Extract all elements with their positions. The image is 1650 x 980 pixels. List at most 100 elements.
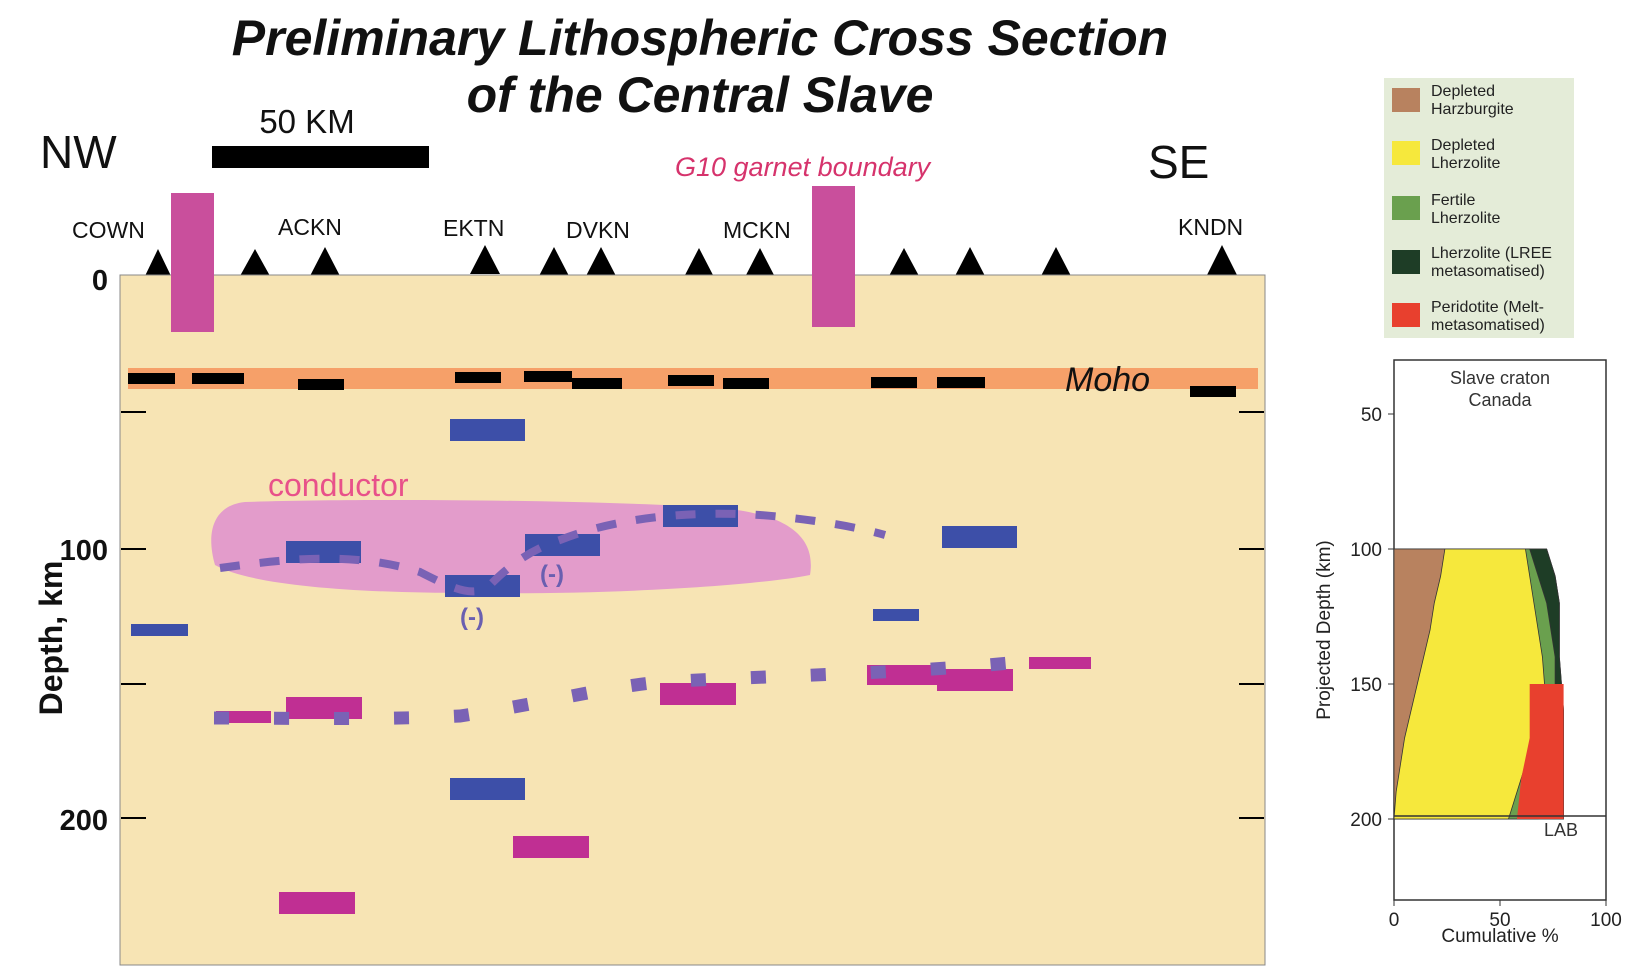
- station-label-ackn: ACKN: [278, 214, 342, 240]
- chart-y-tick-label: 150: [1350, 675, 1382, 696]
- moho-label: Moho: [1065, 361, 1150, 399]
- direction-nw: NW: [40, 126, 117, 178]
- moho-depth-markers: [128, 371, 1236, 397]
- magenta-marker: [660, 683, 736, 705]
- moho-marker: [298, 379, 344, 390]
- chart-y-tick-label: 50: [1361, 405, 1382, 426]
- legend-item-3: Lherzolite (LREE metasomatised): [1392, 245, 1552, 280]
- moho-marker: [1190, 386, 1236, 397]
- station-triangle: [1041, 247, 1071, 276]
- chart-y-tick-label: 100: [1350, 540, 1382, 561]
- station-triangle: [955, 247, 985, 276]
- station-triangle: [470, 245, 500, 274]
- legend-item-4: Peridotite (Melt- metasomatised): [1392, 299, 1545, 334]
- blue-marker: [450, 778, 525, 800]
- moho-marker: [723, 378, 769, 389]
- magenta-marker: [867, 665, 943, 685]
- legend-swatch-0: [1392, 88, 1420, 112]
- direction-se: SE: [1148, 136, 1209, 188]
- chart-x-tick-label: 100: [1590, 910, 1622, 931]
- chart-x-tick-label: 0: [1389, 910, 1400, 931]
- lab-label: LAB: [1544, 820, 1578, 840]
- blue-markers: [131, 419, 1017, 800]
- depth-tick-100: 100: [60, 535, 108, 567]
- legend-text-3a: Lherzolite (LREE: [1431, 245, 1552, 262]
- legend-text-2b: Lherzolite: [1431, 210, 1500, 227]
- station-triangle: [145, 249, 171, 276]
- chart-title-line-2: Canada: [1468, 390, 1532, 410]
- legend-text-1a: Depleted: [1431, 137, 1495, 154]
- blue-marker: [450, 419, 525, 441]
- station-label-mckn: MCKN: [723, 217, 791, 243]
- chart-y-ticks: 50 100 150 200: [1350, 405, 1394, 831]
- depth-tick-200: 200: [60, 805, 108, 837]
- station-label-dvkn: DVKN: [566, 217, 630, 243]
- chart-area-peridotite-melt-metasomatised-patch: [1516, 684, 1564, 819]
- magenta-marker: [286, 697, 362, 719]
- scale-bar: [212, 146, 429, 168]
- legend-text-4b: metasomatised): [1431, 317, 1545, 334]
- station-label-ektn: EKTN: [443, 215, 504, 241]
- chart-x-ticks: 0 50 100: [1389, 900, 1622, 931]
- legend-swatch-1: [1392, 141, 1420, 165]
- blue-marker: [873, 609, 919, 621]
- station-triangle: [240, 249, 270, 276]
- legend-item-1: Depleted Lherzolite: [1392, 137, 1500, 172]
- chart-x-label: Cumulative %: [1441, 926, 1558, 947]
- magenta-marker: [937, 669, 1013, 691]
- legend-text-2a: Fertile: [1431, 192, 1476, 209]
- moho-marker: [871, 377, 917, 388]
- station-label-kndn: KNDN: [1178, 214, 1243, 240]
- legend-text-1b: Lherzolite: [1431, 155, 1500, 172]
- depth-tick-0: 0: [92, 265, 108, 297]
- station-triangle: [539, 247, 569, 276]
- magenta-marker: [279, 892, 355, 914]
- moho-marker: [455, 372, 501, 383]
- station-triangle: [745, 248, 775, 277]
- depth-tick-marks: [121, 411, 1264, 819]
- scale-bar-label: 50 KM: [259, 103, 354, 140]
- station-triangle: [310, 247, 340, 276]
- title-line-1: Preliminary Lithospheric Cross Section: [232, 10, 1168, 66]
- blue-marker: [131, 624, 188, 636]
- chart-areas: [1393, 548, 1564, 820]
- chart-y-tick-label: 200: [1350, 810, 1382, 831]
- legend-swatch-4: [1392, 303, 1420, 327]
- chart-y-label: Projected Depth (km): [1314, 540, 1335, 720]
- conductor-label: conductor: [268, 467, 409, 503]
- magenta-marker: [1029, 657, 1091, 669]
- blue-marker: [942, 526, 1017, 548]
- title-line-2: of the Central Slave: [467, 67, 934, 123]
- blue-marker: [525, 534, 600, 556]
- depth-axis-label: Depth, km: [33, 561, 69, 716]
- g10-boundary-bar-se: [812, 186, 855, 327]
- negative-anomaly-label: (-): [540, 561, 564, 588]
- chart-title-line-1: Slave craton: [1450, 368, 1550, 388]
- lithology-depth-chart: LAB Slave craton Canada 50 100 150 200 0 50 1…: [1314, 359, 1622, 947]
- moho-marker: [572, 378, 622, 389]
- g10-boundary-bar-nw: [171, 193, 214, 332]
- moho-marker: [192, 373, 244, 384]
- legend-item-0: Depleted Harzburgite: [1392, 83, 1514, 118]
- station-triangle: [684, 248, 714, 277]
- negative-anomaly-label: (-): [460, 604, 484, 631]
- station-triangle: [586, 247, 616, 276]
- g10-boundary-label: G10 garnet boundary: [675, 152, 932, 182]
- chart-x-tick-label: 50: [1489, 910, 1510, 931]
- lower-boundary-dotted-line: [213, 655, 1021, 725]
- moho-marker: [937, 377, 985, 388]
- conductor-zone: [211, 500, 811, 594]
- station-triangle: [1207, 245, 1237, 275]
- upper-boundary-dotted-line: [219, 509, 887, 596]
- station-triangle: [889, 248, 919, 276]
- moho-marker: [128, 373, 175, 384]
- legend-swatch-3: [1392, 250, 1420, 274]
- station-label-cown: COWN: [72, 217, 145, 243]
- legend-text-4a: Peridotite (Melt-: [1431, 299, 1544, 316]
- magenta-marker: [513, 836, 589, 858]
- legend-text-0a: Depleted: [1431, 83, 1495, 100]
- station-markers: [145, 245, 1237, 277]
- magenta-marker: [216, 711, 271, 723]
- moho-marker: [524, 371, 572, 382]
